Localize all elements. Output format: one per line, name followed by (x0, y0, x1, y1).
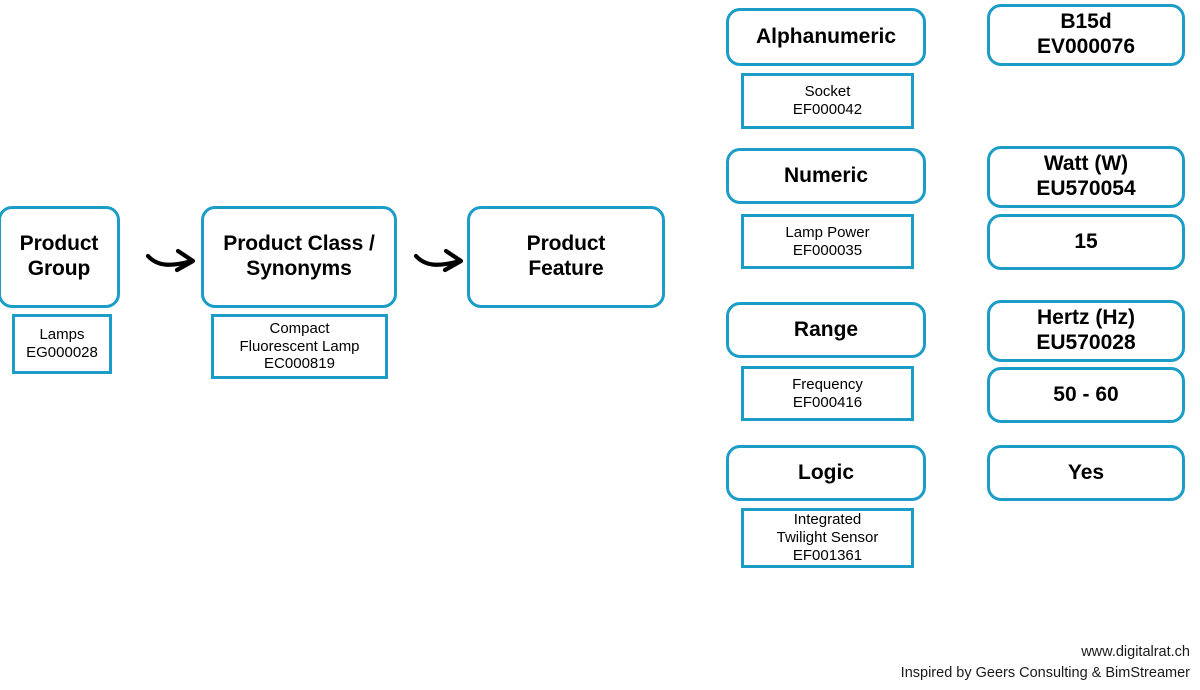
feature-label-range: Frequency EF000416 (792, 375, 863, 411)
arrow-right-icon-2 (412, 238, 472, 278)
credits-block: www.digitalrat.ch Inspired by Geers Cons… (901, 642, 1190, 684)
type-box-range: Range (726, 302, 926, 358)
unit-label-range: Hertz (Hz) EU570028 (1036, 306, 1136, 354)
credits-website: www.digitalrat.ch (1081, 643, 1190, 660)
arrow-right-svg-1 (145, 248, 196, 273)
unit-box-range: Hertz (Hz) EU570028 (987, 300, 1185, 362)
arrow-right-icon-1 (144, 238, 204, 278)
feature-label-logic: Integrated Twilight Sensor EF001361 (776, 511, 879, 564)
type-label-logic: Logic (798, 460, 854, 484)
stage-sub-box-product-group: Lamps EG000028 (12, 314, 112, 374)
feature-box-logic: Integrated Twilight Sensor EF001361 (741, 508, 914, 568)
type-box-logic: Logic (726, 445, 926, 501)
feature-label-alphanumeric: Socket EF000042 (792, 83, 863, 118)
unit-label-logic: Yes (1067, 460, 1105, 484)
feature-label-numeric: Lamp Power EF000035 (785, 223, 870, 259)
stage-box-product-group: Product Group (0, 206, 120, 308)
type-label-alphanumeric: Alphanumeric (755, 24, 897, 48)
value-label-numeric: 15 (1074, 229, 1098, 253)
unit-label-alphanumeric: B15d EV000076 (1036, 10, 1136, 58)
stage-title-product-class: Product Class / Synonyms (223, 232, 375, 280)
stage-title-product-group: Product Group (19, 232, 99, 280)
feature-box-range: Frequency EF000416 (741, 366, 914, 421)
feature-box-numeric: Lamp Power EF000035 (741, 214, 914, 269)
feature-box-alphanumeric: Socket EF000042 (741, 73, 914, 129)
type-label-numeric: Numeric (783, 163, 869, 187)
stage-title-product-feature: Product Feature (526, 232, 606, 280)
value-box-numeric: 15 (987, 214, 1185, 270)
stage-sub-label-product-class: Compact Fluorescent Lamp EC000819 (239, 319, 360, 373)
unit-box-logic: Yes (987, 445, 1185, 501)
value-box-range: 50 - 60 (987, 367, 1185, 423)
credits-inspired-by: Inspired by Geers Consulting & BimStream… (900, 664, 1190, 681)
stage-sub-label-product-group: Lamps EG000028 (26, 326, 98, 361)
type-label-range: Range (793, 317, 859, 341)
arrow-right-svg-2 (413, 248, 464, 273)
value-label-range: 50 - 60 (1053, 382, 1119, 406)
type-box-alphanumeric: Alphanumeric (726, 8, 926, 66)
unit-box-alphanumeric: B15d EV000076 (987, 4, 1185, 66)
unit-box-numeric: Watt (W) EU570054 (987, 146, 1185, 208)
stage-box-product-feature: Product Feature (467, 206, 665, 308)
stage-sub-box-product-class: Compact Fluorescent Lamp EC000819 (211, 314, 388, 379)
unit-label-numeric: Watt (W) EU570054 (1036, 152, 1136, 200)
stage-box-product-class: Product Class / Synonyms (201, 206, 397, 308)
type-box-numeric: Numeric (726, 148, 926, 204)
